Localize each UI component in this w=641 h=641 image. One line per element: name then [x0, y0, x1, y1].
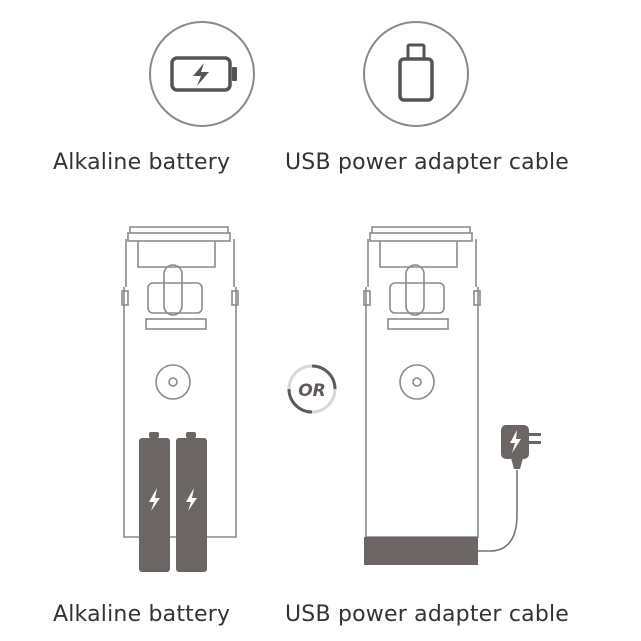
battery-label-bottom: Alkaline battery [53, 602, 231, 627]
usb-plug-icon [363, 21, 469, 127]
battery-cell-right [176, 432, 207, 572]
usb-label-bottom: USB power adapter cable [285, 602, 570, 627]
or-badge: OR [285, 362, 339, 416]
battery-charging-icon [149, 21, 255, 127]
or-text: OR [298, 381, 326, 401]
battery-cell-left [139, 432, 170, 572]
usb-label-top: USB power adapter cable [285, 150, 570, 175]
battery-label-top: Alkaline battery [53, 150, 231, 175]
battery-icon-circle [148, 20, 256, 128]
usb-adapter-plug [501, 425, 541, 469]
device-usb-illustration [362, 225, 542, 575]
usb-icon-circle [362, 20, 470, 128]
battery-pair [137, 432, 217, 572]
